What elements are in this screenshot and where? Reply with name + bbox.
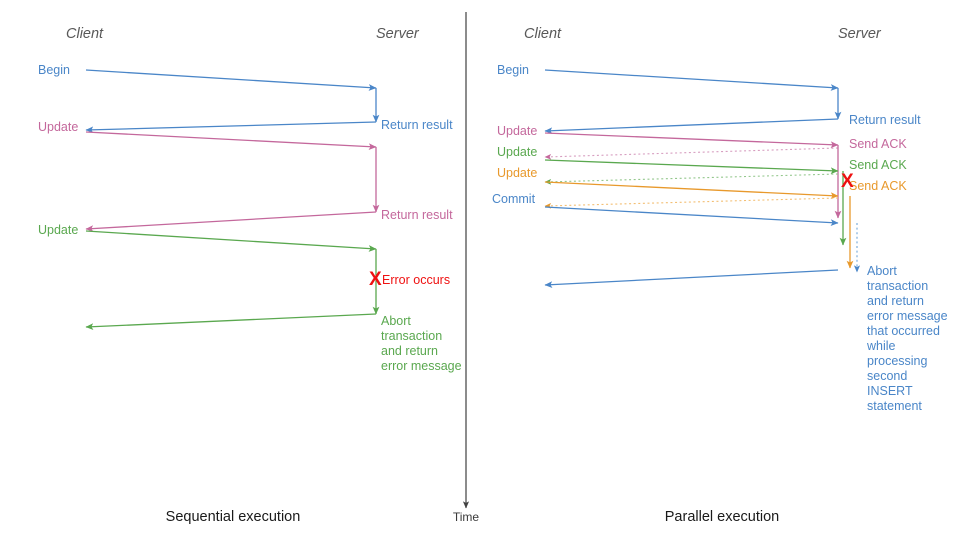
- error-x-icon: X: [369, 269, 382, 290]
- response-arrow: [85, 313, 377, 331]
- message-label-update1-ack: Send ACK: [849, 137, 907, 151]
- note-line: INSERT: [867, 384, 913, 398]
- note-line: error message: [867, 309, 948, 323]
- message-update1-return-result: Return result: [85, 208, 453, 232]
- message-update1-ack: Send ACK: [544, 137, 907, 160]
- time-axis-label: Time: [453, 510, 480, 524]
- message-label-begin-request: Begin: [38, 63, 70, 77]
- response-arrow: [544, 147, 839, 160]
- panel-caption-parallel: Parallel execution: [665, 509, 779, 525]
- message-update3-request: Update: [497, 166, 839, 200]
- message-begin-return-result: Return result: [85, 118, 453, 134]
- message-commit-request: Commit: [492, 192, 839, 226]
- message-label-update2-ack: Send ACK: [849, 158, 907, 172]
- message-begin-request: Begin: [38, 63, 377, 91]
- message-abort-return: [544, 269, 839, 289]
- message-label-update3-request: Update: [497, 166, 537, 180]
- message-begin-request: Begin: [497, 63, 839, 91]
- response-arrow: [544, 197, 839, 209]
- request-arrow: [85, 230, 377, 252]
- note-line: Abort: [867, 264, 897, 278]
- message-label-begin-return-result: Return result: [849, 113, 921, 127]
- lane-header-client: Client: [524, 26, 562, 42]
- note-line: transaction: [381, 329, 442, 343]
- response-arrow: [544, 118, 839, 135]
- message-update1-request: Update: [497, 124, 839, 149]
- note-line: that occurred: [867, 324, 940, 338]
- request-arrow: [544, 159, 839, 175]
- request-arrow: [544, 132, 839, 149]
- lane-header-server: Server: [838, 26, 882, 42]
- note-line: and return: [381, 344, 438, 358]
- response-arrow: [85, 121, 377, 134]
- request-arrow: [544, 181, 839, 200]
- note-line: transaction: [867, 279, 928, 293]
- note-line: statement: [867, 399, 922, 413]
- response-arrow: [544, 173, 839, 185]
- note-line: and return: [867, 294, 924, 308]
- message-update2-request: Update: [38, 223, 377, 252]
- message-update3-ack: Send ACK: [544, 179, 907, 209]
- request-arrow: [544, 206, 839, 226]
- message-update1-request: Update: [38, 120, 377, 150]
- lane-header-server: Server: [376, 26, 420, 42]
- note-line: Abort: [381, 314, 411, 328]
- panel-caption-sequential: Sequential execution: [166, 509, 301, 525]
- message-abort-return: [85, 313, 377, 331]
- note-line: second: [867, 369, 907, 383]
- error-marker: X: [841, 171, 854, 192]
- message-label-begin-return-result: Return result: [381, 118, 453, 132]
- request-arrow: [544, 69, 839, 91]
- message-label-update2-request: Update: [497, 145, 537, 159]
- message-label-commit-request: Commit: [492, 192, 536, 206]
- time-axis-layer: Time: [453, 12, 480, 524]
- response-arrow: [85, 211, 377, 232]
- message-label-begin-request: Begin: [497, 63, 529, 77]
- time-axis: Time: [453, 12, 480, 524]
- message-label-update1-request: Update: [497, 124, 537, 138]
- note-line: while: [866, 339, 896, 353]
- message-update2-ack: Send ACK: [544, 158, 907, 185]
- message-label-update1-request: Update: [38, 120, 78, 134]
- error-label: Error occurs: [382, 273, 450, 287]
- response-arrow: [544, 269, 839, 289]
- message-label-update1-return-result: Return result: [381, 208, 453, 222]
- request-arrow: [85, 69, 377, 91]
- message-label-update2-request: Update: [38, 223, 78, 237]
- message-begin-return-result: Return result: [544, 113, 921, 135]
- request-arrow: [85, 131, 377, 150]
- note-line: error message: [381, 359, 462, 373]
- message-label-update3-ack: Send ACK: [849, 179, 907, 193]
- error-x-icon: X: [841, 171, 854, 192]
- note-line: processing: [867, 354, 927, 368]
- lane-header-client: Client: [66, 26, 104, 42]
- message-update2-request: Update: [497, 145, 839, 175]
